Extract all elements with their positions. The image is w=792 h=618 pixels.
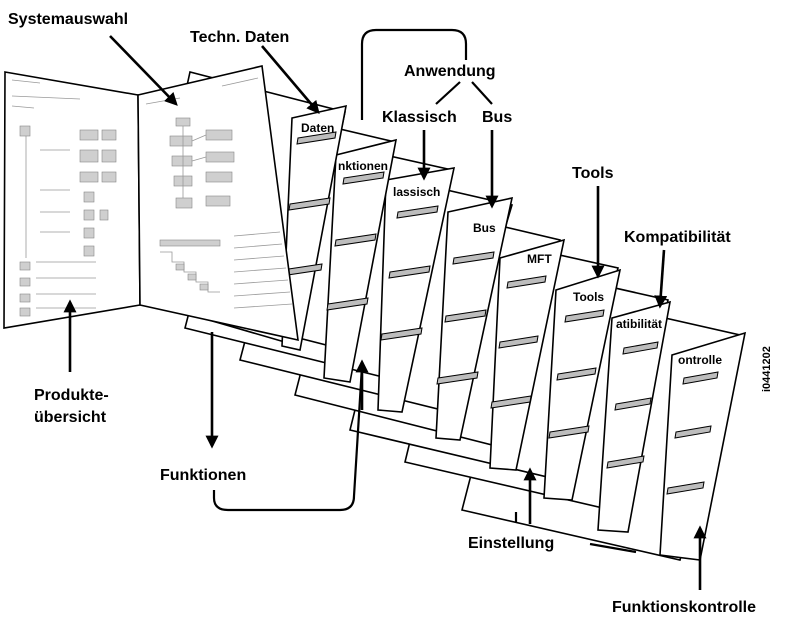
tab-klassisch: lassisch — [393, 185, 440, 199]
label-bus: Bus — [482, 109, 512, 126]
label-einstellung: Einstellung — [468, 535, 554, 552]
label-techn-daten: Techn. Daten — [190, 29, 289, 46]
tab-funktionen: nktionen — [338, 159, 388, 173]
tab-mft: MFT — [527, 252, 552, 266]
tab-daten: Daten — [301, 121, 334, 135]
label-produkteuebersicht-2: übersicht — [34, 409, 107, 426]
label-klassisch: Klassisch — [382, 109, 457, 126]
arrow-kompatibilitaet — [660, 250, 664, 306]
image-id: i0441202 — [761, 346, 773, 392]
tab-funktionskontrolle: ontrolle — [678, 353, 722, 367]
tab-kompatibilitaet: atibilität — [616, 317, 662, 331]
label-anwendung: Anwendung — [404, 63, 496, 80]
label-funktionskontrolle: Funktionskontrolle — [612, 599, 756, 616]
anwendung-split-right — [472, 82, 492, 104]
booklet-spread — [4, 66, 298, 340]
label-kompatibilitaet: Kompatibilität — [624, 229, 731, 246]
label-funktionen: Funktionen — [160, 467, 246, 484]
tab-tools: Tools — [573, 290, 604, 304]
label-systemauswahl: Systemauswahl — [8, 11, 128, 28]
tab-bus: Bus — [473, 221, 496, 235]
label-produkteuebersicht-1: Produkte- — [34, 387, 109, 404]
label-tools: Tools — [572, 165, 614, 182]
anwendung-split-left — [436, 82, 460, 104]
